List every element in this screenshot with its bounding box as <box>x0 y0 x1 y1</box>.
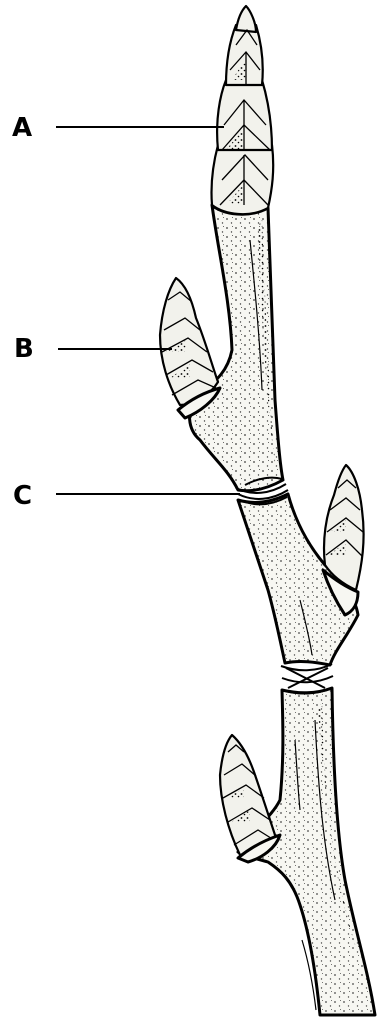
label-b: B <box>14 334 34 364</box>
callout-b: B <box>14 334 172 364</box>
lateral-bud-lower <box>220 735 280 862</box>
callout-a: A <box>12 113 224 143</box>
terminal-bud <box>211 6 273 214</box>
label-a: A <box>12 113 32 143</box>
callout-c: C <box>13 481 240 511</box>
label-c: C <box>13 481 32 511</box>
